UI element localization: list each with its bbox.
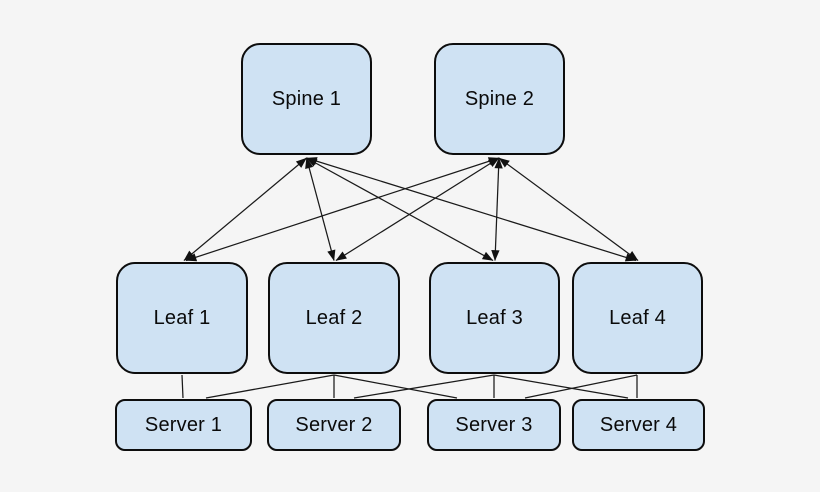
node-leaf-1: Leaf 1 — [116, 262, 248, 374]
node-leaf-2: Leaf 2 — [268, 262, 400, 374]
node-leaf-4: Leaf 4 — [572, 262, 703, 374]
node-server-3: Server 3 — [427, 399, 561, 451]
node-spine-1: Spine 1 — [241, 43, 372, 155]
edge-spine2-leaf1 — [185, 157, 500, 262]
edge-spine1-leaf3 — [306, 157, 494, 262]
edge-spine2-leaf3 — [491, 157, 503, 261]
node-label: Server 1 — [144, 413, 223, 436]
edge-spine2-leaf2 — [335, 157, 500, 262]
node-label: Server 4 — [599, 413, 678, 436]
node-label: Leaf 1 — [153, 306, 211, 329]
edge-leaf2-server3 — [333, 374, 458, 399]
node-label: Server 3 — [455, 413, 533, 436]
node-label: Spine 2 — [464, 87, 535, 110]
node-server-1: Server 1 — [115, 399, 252, 451]
node-leaf-3: Leaf 3 — [429, 262, 560, 374]
node-server-2: Server 2 — [267, 399, 401, 451]
edge-spine1-leaf2 — [305, 157, 336, 261]
node-label: Leaf 4 — [609, 306, 666, 329]
edge-spine2-leaf4 — [498, 157, 639, 262]
edge-leaf2-server1 — [205, 374, 335, 399]
node-spine-2: Spine 2 — [434, 43, 565, 155]
edge-leaf4-server3 — [524, 374, 638, 399]
edge-spine1-leaf1 — [183, 157, 307, 261]
node-label: Leaf 2 — [305, 306, 363, 329]
edge-spine1-leaf4 — [306, 157, 637, 262]
edge-leaf3-server4 — [493, 374, 629, 399]
node-label: Spine 1 — [271, 87, 342, 110]
node-label: Leaf 3 — [466, 306, 523, 329]
node-label: Server 2 — [295, 413, 373, 436]
edge-leaf1-server1 — [181, 374, 184, 399]
edge-leaf3-server2 — [353, 374, 495, 399]
node-server-4: Server 4 — [572, 399, 705, 451]
